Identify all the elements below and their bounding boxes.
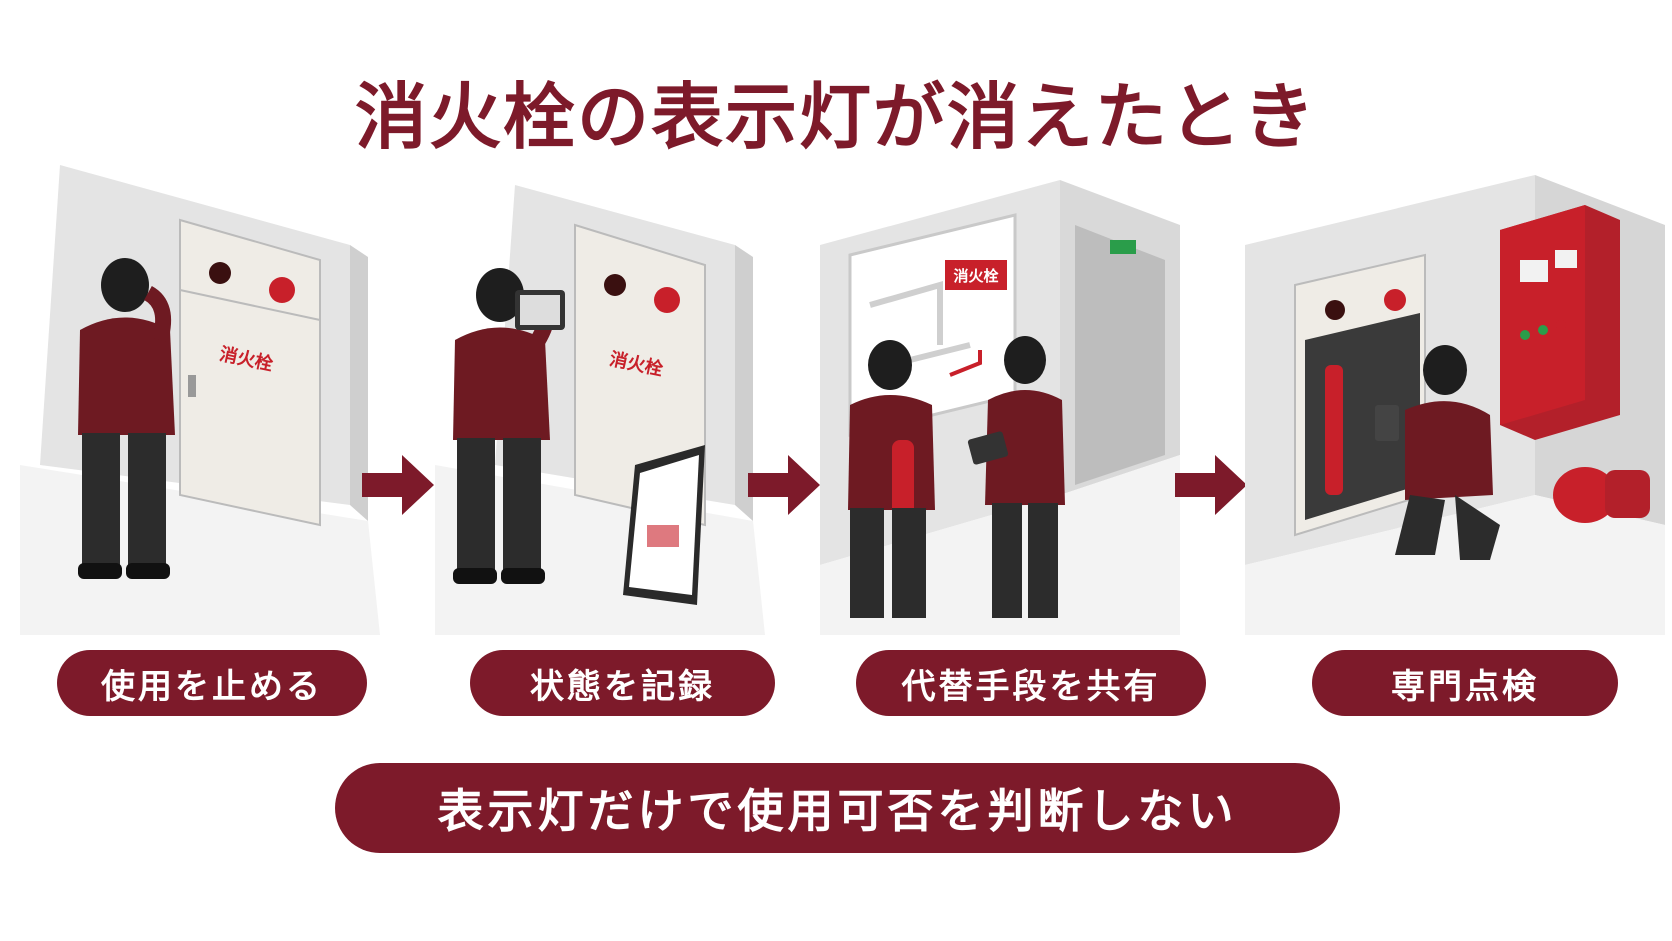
indicator-lamp-icon <box>604 274 626 296</box>
fire-pump-icon <box>1553 467 1650 523</box>
staff-person-icon <box>967 336 1065 618</box>
hydrant-cabinet: 消火栓 <box>574 223 706 527</box>
scene-share-alternatives: 消火栓 <box>820 165 1180 635</box>
fire-bell-icon <box>654 287 680 313</box>
step-label-share-alternatives: 代替手段を共有 <box>856 650 1206 716</box>
fire-bell-icon <box>269 277 295 303</box>
sign-label: 消火栓 <box>953 267 998 285</box>
arrow-right-icon <box>1175 455 1247 515</box>
warning-banner: 表示灯だけで使用可否を判断しない <box>335 763 1340 853</box>
step-label-professional-inspection: 専門点検 <box>1312 650 1618 716</box>
page-title: 消火栓の表示灯が消えたとき <box>354 75 1317 159</box>
step-label-stop-use: 使用を止める <box>57 650 367 716</box>
indicator-lamp-icon <box>209 262 231 284</box>
scene-record-status: 消火栓 <box>435 165 795 635</box>
step-label-record-status: 状態を記録 <box>470 650 775 716</box>
clipboard-icon <box>623 445 705 605</box>
fire-pump-control-panel <box>1500 205 1620 440</box>
staff-person-icon <box>453 268 565 584</box>
staff-person-icon <box>78 258 175 579</box>
arrow-right-icon <box>362 455 434 515</box>
fire-extinguisher-icon <box>892 440 914 520</box>
route-arrow-icon <box>949 350 982 377</box>
scene-professional-inspection <box>1245 165 1665 635</box>
exit-sign-icon <box>1110 240 1136 254</box>
scene-stop-use: 消火栓 <box>20 165 380 635</box>
tablet-icon <box>967 431 1009 465</box>
hydrant-sign <box>945 260 1007 290</box>
indicator-lamp-icon <box>1325 300 1345 320</box>
hydrant-cabinet: 消火栓 <box>179 218 321 527</box>
fire-bell-icon <box>1384 289 1406 311</box>
open-hydrant-cabinet <box>1294 253 1426 537</box>
multimeter-icon <box>1375 405 1399 441</box>
arrow-right-icon <box>748 455 820 515</box>
technician-person-icon <box>1375 345 1500 560</box>
staff-person-icon <box>848 340 935 618</box>
